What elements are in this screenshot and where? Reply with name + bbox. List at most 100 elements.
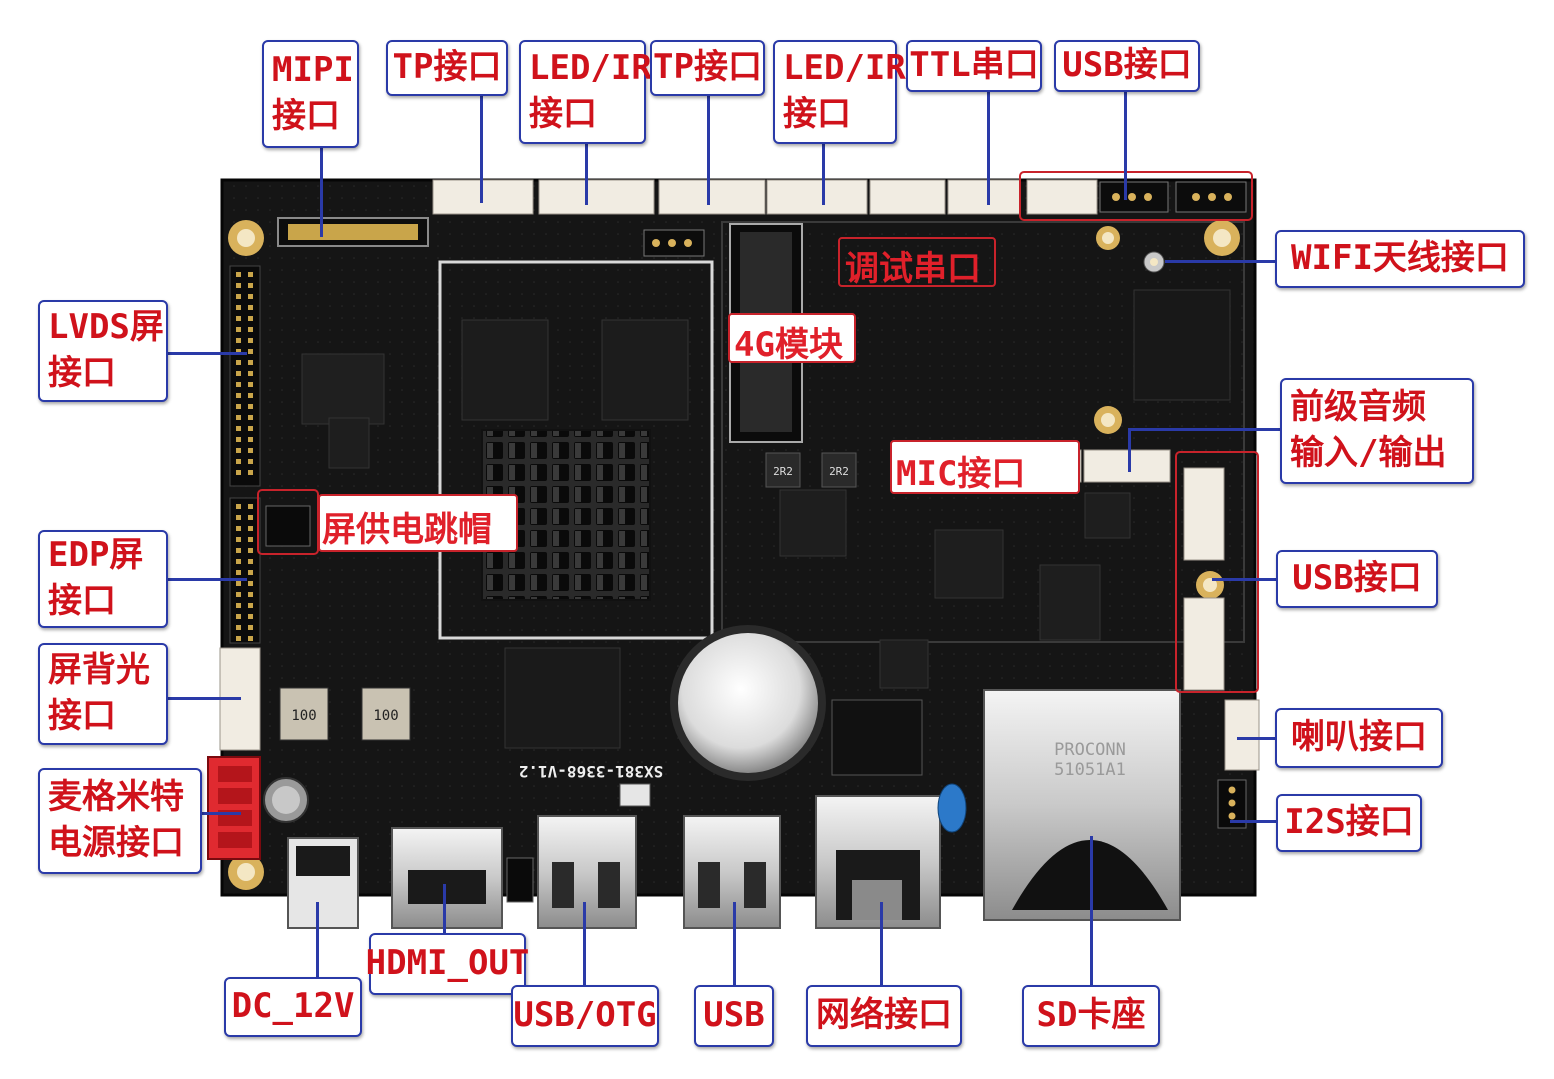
header-pin	[236, 548, 241, 553]
header-pin	[248, 526, 253, 531]
leader-usb-top	[1124, 92, 1127, 200]
header-pin	[236, 437, 241, 442]
header-pin	[248, 592, 253, 597]
label-line: MIPI	[272, 50, 354, 91]
label-line: HDMI_OUT	[365, 943, 530, 984]
label-ledir2: LED/IR 接口	[773, 40, 906, 144]
header-pin	[248, 305, 253, 310]
label-tp2: TP接口	[650, 40, 765, 96]
label-ttl: TTL串口	[906, 40, 1042, 92]
label-usbotg: USB/OTG	[511, 985, 659, 1047]
header-pin	[248, 338, 253, 343]
label-power: 麦格米特电源接口	[38, 768, 202, 874]
mic-text: MIC接口	[896, 454, 1026, 494]
header-pin	[248, 504, 253, 509]
module-4g-box	[728, 313, 856, 363]
label-line: TP接口	[392, 47, 502, 88]
label-sd: SD卡座	[1022, 985, 1160, 1047]
header-pin	[236, 504, 241, 509]
header-pin	[236, 470, 241, 475]
header-pin	[236, 625, 241, 630]
jumper-box	[318, 494, 518, 552]
label-line: 接口	[529, 94, 597, 134]
label-line: 网络接口	[816, 995, 952, 1036]
inductor-100-a: 100	[291, 708, 316, 724]
leader-usb-right	[1212, 578, 1276, 581]
leader-wifi	[1165, 260, 1275, 263]
header-pin	[248, 636, 253, 641]
label-hdmi: HDMI_OUT	[366, 933, 529, 995]
label-line: LED/IR	[529, 48, 652, 89]
leader-edp	[167, 578, 247, 581]
header-pin	[236, 459, 241, 464]
header-pin	[236, 537, 241, 542]
inductor-2r2-a: 2R2	[773, 465, 793, 478]
header-pins	[236, 272, 253, 641]
label-line: 接口	[48, 581, 116, 621]
jumper-text: 屏供电跳帽	[322, 510, 492, 550]
header-pin	[248, 426, 253, 431]
header-pin	[236, 426, 241, 431]
header-pin	[248, 570, 253, 575]
header-pin	[248, 537, 253, 542]
header-pin	[236, 393, 241, 398]
leader-ledir1	[585, 143, 588, 205]
header-pin	[248, 272, 253, 277]
sd-brand-silk: PROCONN	[1054, 740, 1126, 760]
header-pin	[236, 415, 241, 420]
header-pin	[236, 283, 241, 288]
label-dc: DC_12V	[224, 977, 362, 1037]
header-pin	[236, 382, 241, 387]
debug-serial-box	[838, 237, 996, 287]
header-pin	[248, 603, 253, 608]
leader-speaker	[1237, 737, 1275, 740]
header-pin	[236, 305, 241, 310]
label-tp1: TP接口	[386, 40, 508, 96]
header-pin	[248, 393, 253, 398]
label-speaker: 喇叭接口	[1275, 708, 1443, 768]
header-pin	[236, 614, 241, 619]
leader-tp2	[707, 95, 710, 205]
sd-part-silk: 51051A1	[1054, 760, 1126, 780]
header-pin	[248, 415, 253, 420]
label-backlight: 屏背光接口	[38, 643, 168, 745]
label-i2s: I2S接口	[1276, 794, 1422, 852]
header-pin	[248, 349, 253, 354]
header-pin	[236, 316, 241, 321]
header-pin	[236, 526, 241, 531]
leader-power	[201, 812, 241, 815]
label-line: 电源接口	[48, 823, 184, 863]
header-pin	[248, 294, 253, 299]
label-usb-bottom: USB	[694, 985, 774, 1047]
leader-i2s	[1230, 820, 1276, 823]
header-pin	[236, 559, 241, 564]
header-pin	[248, 470, 253, 475]
header-pin	[248, 327, 253, 332]
leader-dc	[316, 902, 319, 978]
leader-lvds	[167, 352, 247, 355]
header-pin	[248, 371, 253, 376]
header-pin	[248, 404, 253, 409]
header-pin	[236, 371, 241, 376]
board-model-silk: SX381-3368-V1.2	[519, 762, 664, 781]
label-line: 喇叭接口	[1291, 717, 1427, 758]
header-pin	[248, 283, 253, 288]
label-line: USB接口	[1292, 558, 1422, 599]
label-line: SD卡座	[1036, 995, 1146, 1036]
inductor-2r2-b: 2R2	[829, 465, 849, 478]
label-line: LVDS屏	[48, 307, 164, 348]
header-pin	[248, 459, 253, 464]
label-audio: 前级音频输入/输出	[1280, 378, 1474, 484]
top-connectors	[432, 179, 1247, 257]
label-line: EDP屏	[48, 535, 144, 576]
header-pin	[236, 592, 241, 597]
label-line: 输入/输出	[1290, 433, 1447, 473]
label-line: LED/IR	[783, 48, 906, 89]
header-pin	[248, 316, 253, 321]
label-edp: EDP屏接口	[38, 530, 168, 628]
label-line: 接口	[783, 94, 851, 134]
label-line: 屏背光	[48, 650, 150, 691]
header-pin	[236, 581, 241, 586]
